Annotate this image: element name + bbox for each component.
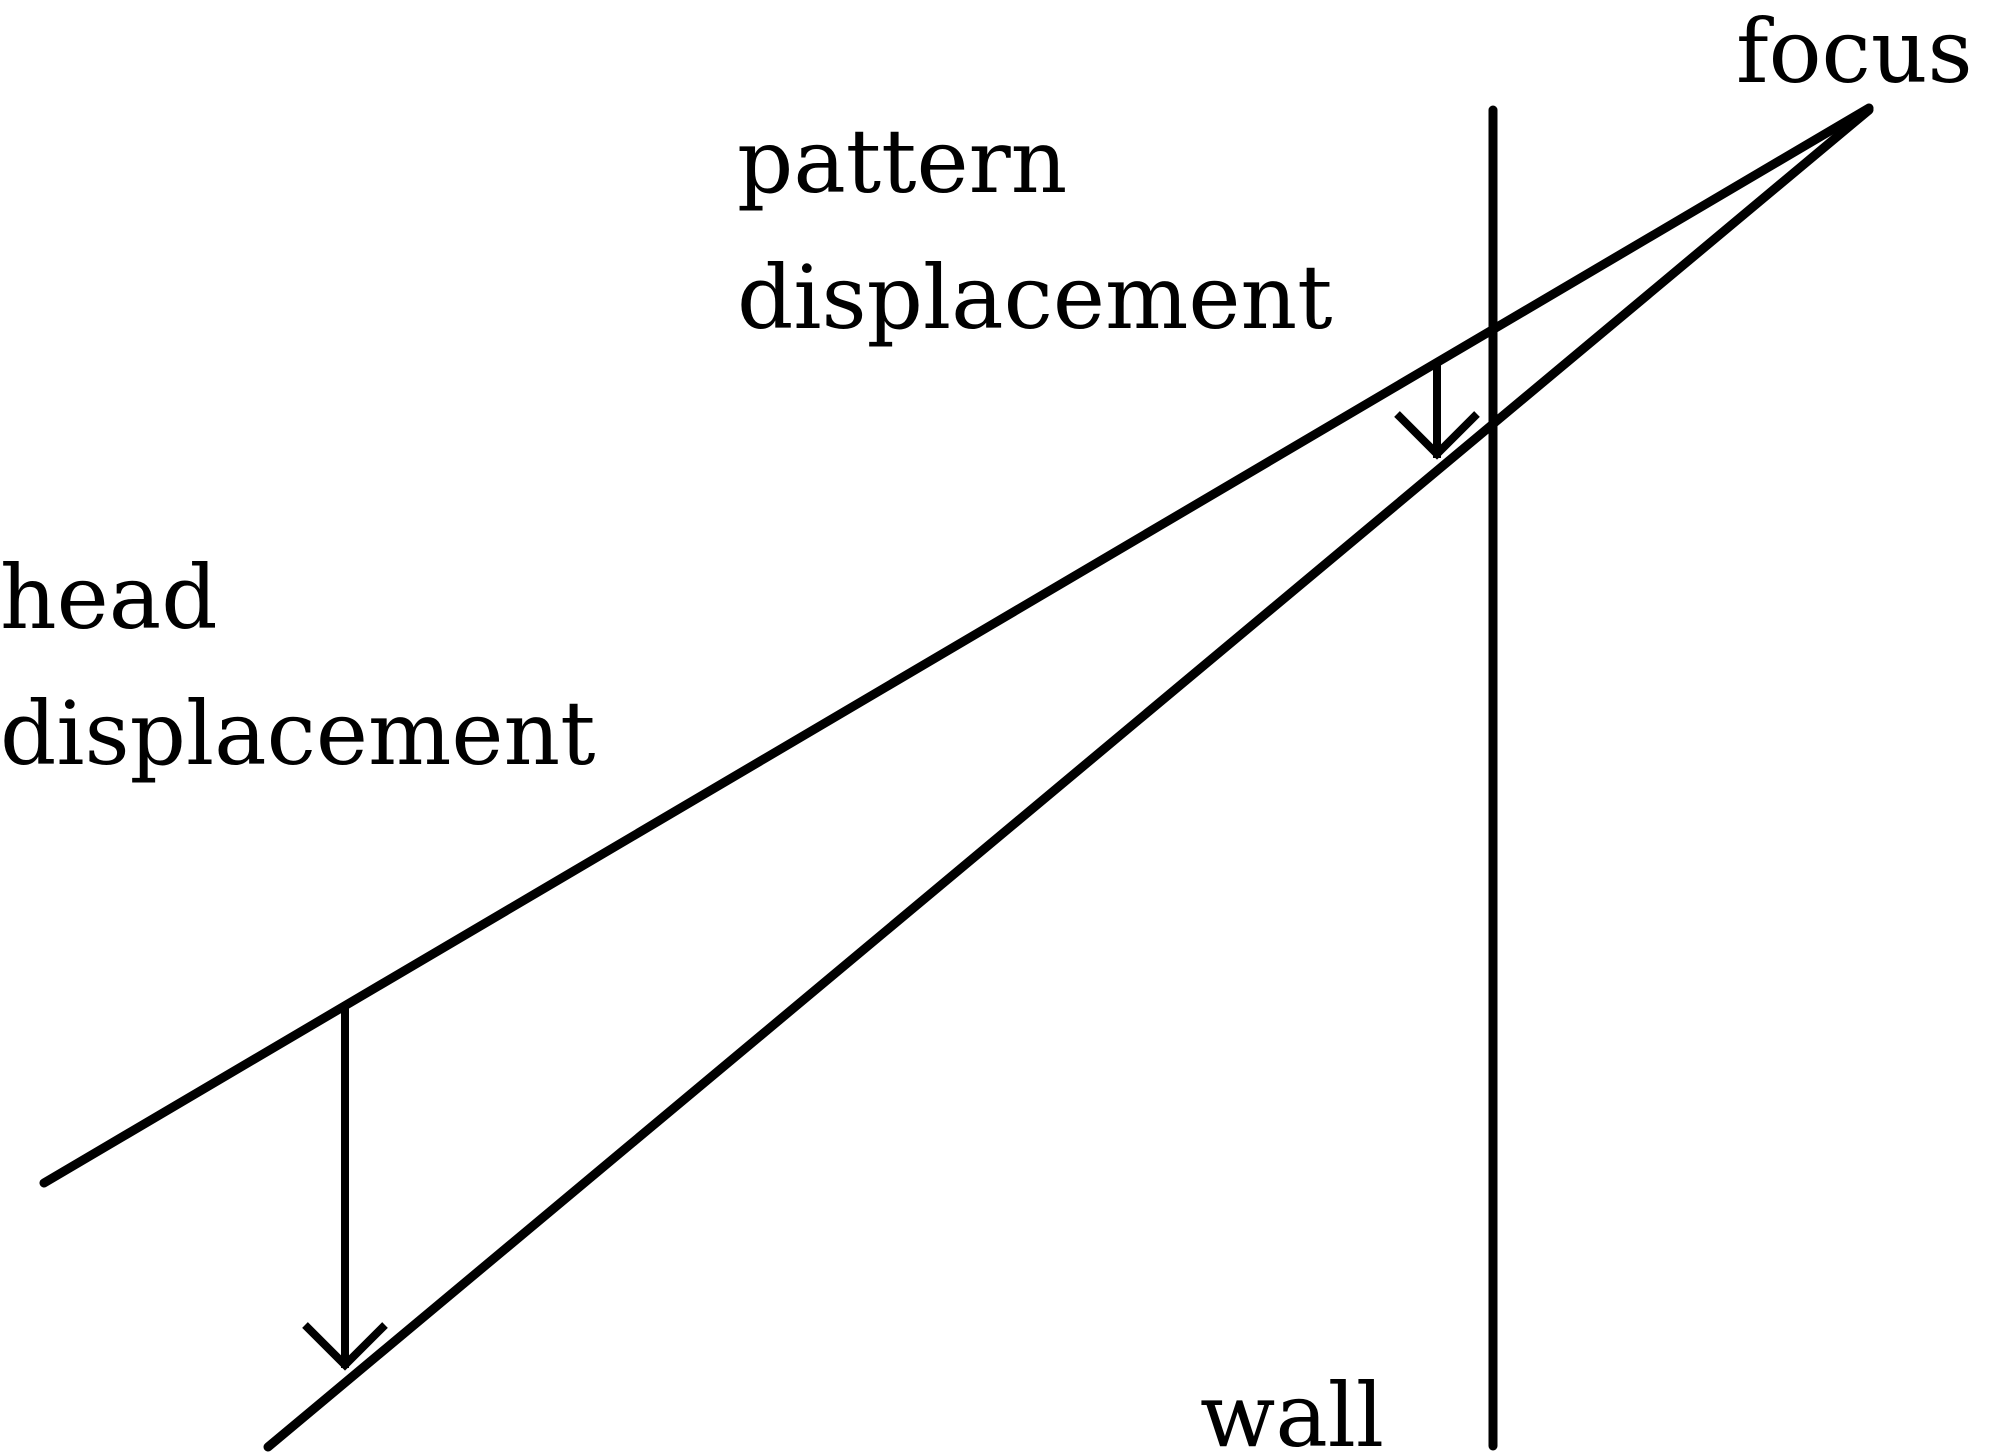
head-displacement-arrow	[302, 1008, 388, 1371]
lower-ray	[263, 105, 1874, 1452]
pattern-label-line1: pattern	[737, 110, 1067, 213]
focus-label: focus	[1736, 0, 1973, 103]
pattern-label-line2: displacement	[737, 246, 1333, 349]
head-label-line2: displacement	[0, 682, 596, 785]
head-arrow-head	[302, 1322, 388, 1371]
head-label-line1: head	[0, 546, 218, 649]
upper-ray	[39, 103, 1874, 1188]
wall-label: wall	[1200, 1364, 1384, 1454]
pattern-displacement-arrow	[1394, 364, 1480, 460]
pattern-arrow-head	[1394, 411, 1480, 460]
